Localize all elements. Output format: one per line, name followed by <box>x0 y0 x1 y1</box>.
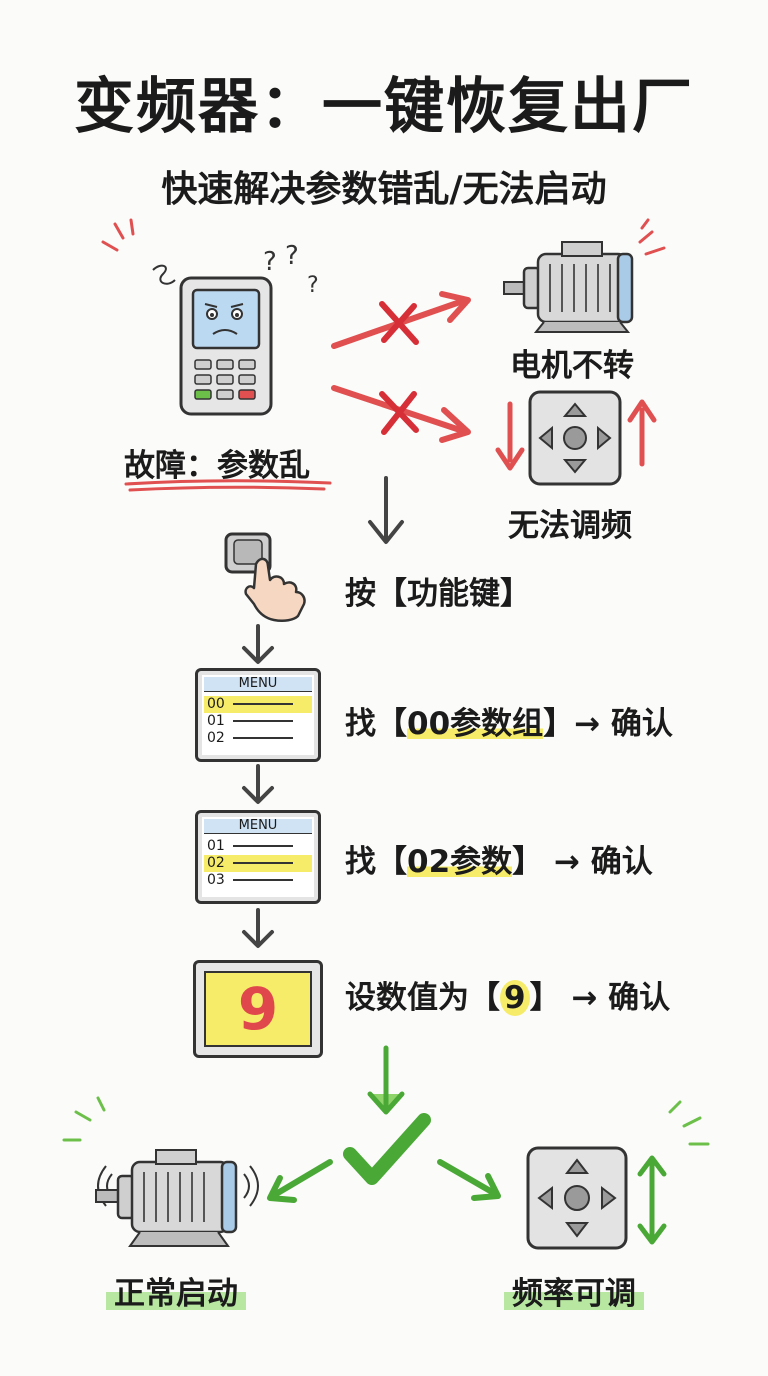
fault-underline <box>124 479 332 492</box>
down-arrow <box>242 764 274 804</box>
svg-text:?: ? <box>307 273 319 298</box>
confused-inverter-icon: ? ? ? <box>101 218 319 416</box>
page-title: 变频器：一键恢复出厂 <box>74 72 694 142</box>
svg-text:?: ? <box>263 247 277 277</box>
fail-arrow-keypad <box>331 385 471 443</box>
success-arrows <box>267 1045 501 1203</box>
menu-row-selected: 02 <box>204 855 312 872</box>
menu-title: MENU <box>204 677 312 692</box>
step-press-label: 按【功能键】 <box>345 576 531 612</box>
svg-text:?: ? <box>285 241 299 271</box>
result-frequency-label: 频率可调 <box>504 1268 644 1313</box>
motor-icon <box>503 218 666 333</box>
keypad-icon <box>495 390 657 486</box>
step-value-label: 设数值为【9】 → 确认 <box>345 980 671 1016</box>
page-subtitle: 快速解决参数错乱/无法启动 <box>161 169 607 210</box>
menu-row: 01 <box>204 713 312 730</box>
effect-motor-label: 电机不转 <box>510 348 634 384</box>
down-arrow <box>242 908 274 948</box>
display-value: 9 <box>237 975 279 1043</box>
menu-row: 02 <box>204 730 312 747</box>
down-arrow <box>368 476 404 544</box>
keypad-adjustable-icon <box>526 1100 710 1250</box>
fail-arrow-motor <box>331 291 471 349</box>
press-button-icon <box>224 532 306 623</box>
menu-row: 03 <box>204 872 312 889</box>
running-motor-icon <box>62 1096 259 1247</box>
down-arrow <box>242 624 274 664</box>
fault-label: 故障：参数乱 <box>124 448 310 484</box>
menu-screen-2: MENU 01 02 03 <box>195 810 321 904</box>
menu-row-selected: 00 <box>204 696 312 713</box>
step-group-label: 找【00参数组】→ 确认 <box>345 706 673 742</box>
value-display: 9 <box>193 960 323 1058</box>
step-param-label: 找【02参数】 → 确认 <box>345 844 653 880</box>
highlight-param-group: 00参数组 <box>407 706 544 742</box>
result-start-label: 正常启动 <box>106 1268 246 1313</box>
menu-screen-1: MENU 00 01 02 <box>195 668 321 762</box>
menu-row: 01 <box>204 838 312 855</box>
menu-title: MENU <box>204 819 312 834</box>
highlight-value: 9 <box>500 980 530 1016</box>
highlight-param: 02参数 <box>407 844 513 880</box>
effect-keypad-label: 无法调频 <box>508 508 632 544</box>
